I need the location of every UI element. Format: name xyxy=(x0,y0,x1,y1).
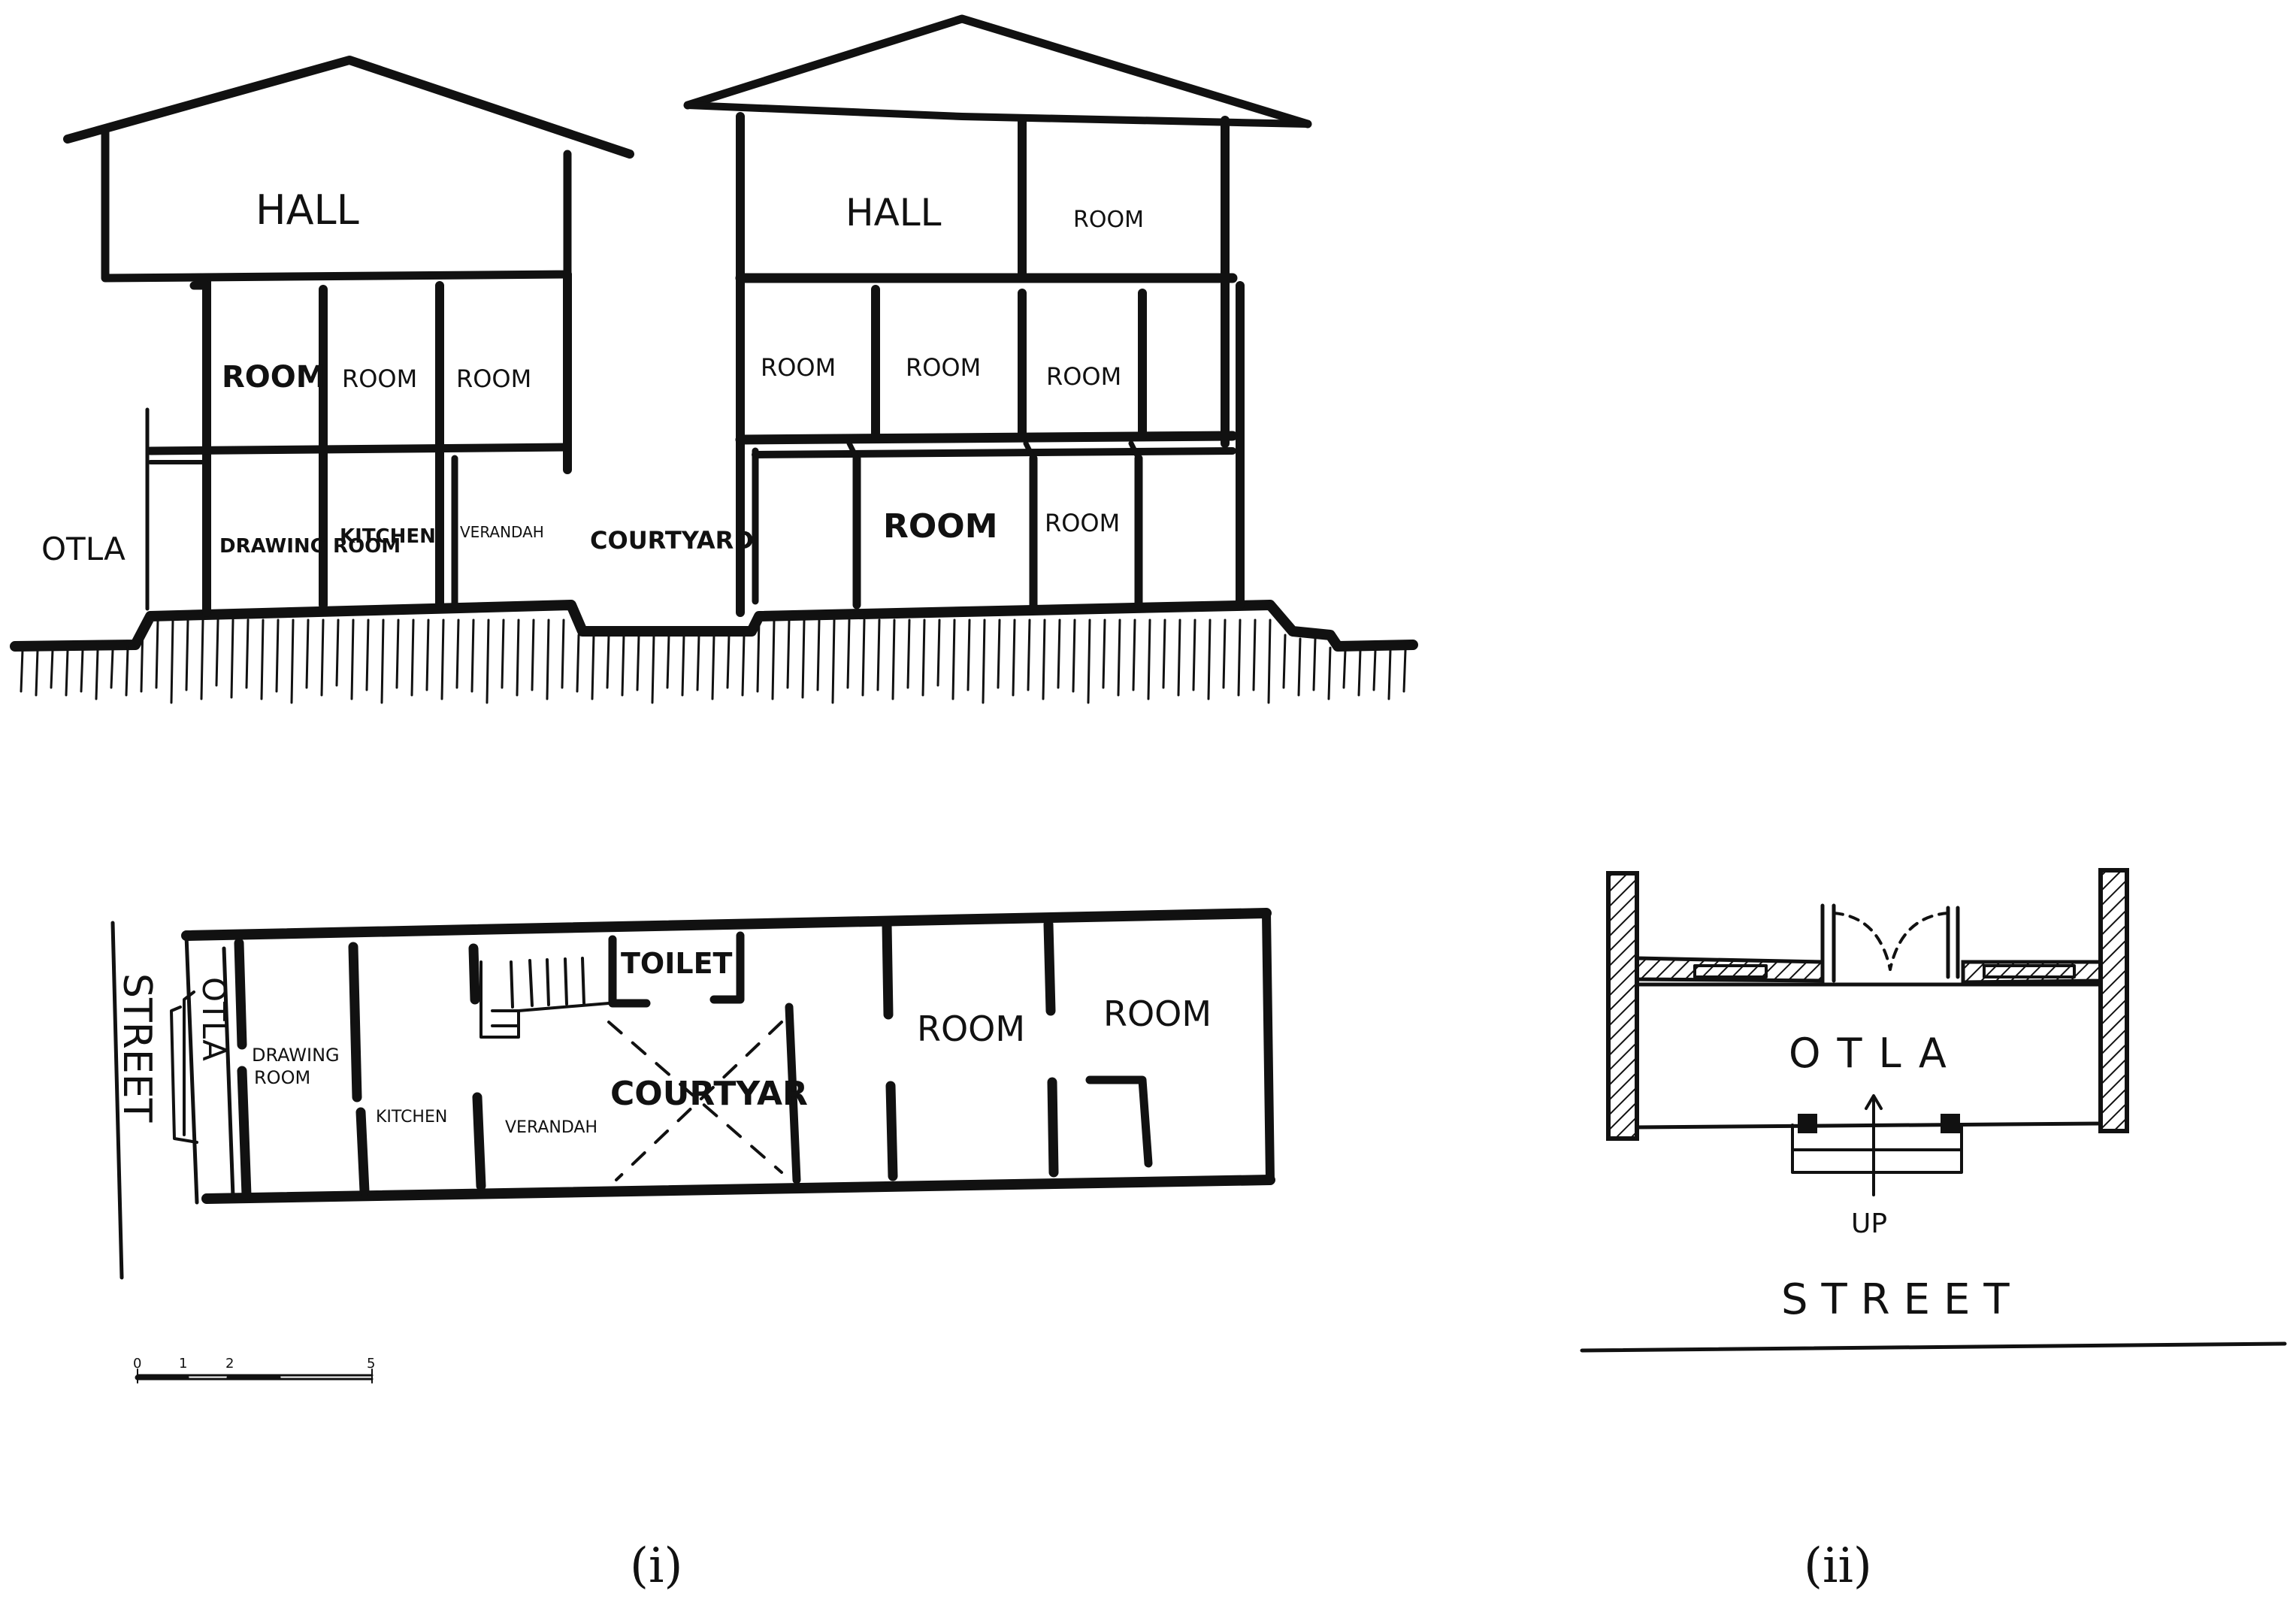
label-courtyard-plan: COURTYAR xyxy=(610,1075,808,1113)
label-room-right-1: ROOM xyxy=(761,353,836,382)
step-post-right xyxy=(1941,1114,1960,1133)
label-room-right-3: ROOM xyxy=(1046,362,1121,391)
label-drawing-room-section: DRAWING ROOM xyxy=(219,535,401,558)
street-line-detail xyxy=(1580,1341,2287,1353)
label-room-right-ground-1: ROOM xyxy=(883,507,997,546)
scale-tick-1: 1 xyxy=(179,1356,187,1372)
left-house-roof xyxy=(63,56,634,159)
label-room-left-3: ROOM xyxy=(456,364,531,393)
label-room-left-1: ROOM xyxy=(222,360,326,395)
scale-tick-2: 2 xyxy=(225,1356,234,1372)
ground-line xyxy=(10,600,1418,704)
label-room-plan-1: ROOM xyxy=(917,1009,1025,1049)
scale-tick-5: 5 xyxy=(367,1356,375,1372)
right-house-roof xyxy=(683,14,1312,129)
label-room-right-ground-2: ROOM xyxy=(1045,509,1120,537)
scale-tick-0: 0 xyxy=(133,1356,141,1372)
label-toilet-plan: TOILET xyxy=(621,947,733,980)
label-room-right-top: ROOM xyxy=(1073,207,1144,233)
label-otla-plan: OTLA xyxy=(195,977,232,1061)
building-section: HALL ROOM ROOM ROOM DRAWING ROOM KITCHEN… xyxy=(10,14,1418,704)
label-up: UP xyxy=(1851,1208,1887,1239)
label-otla-section: OTLA xyxy=(41,531,126,567)
label-street-detail: STREET xyxy=(1781,1275,2023,1324)
otla-detail: OTLA UP STREET xyxy=(1580,868,2287,1353)
label-drawing-room-plan-1: DRAWING xyxy=(252,1045,340,1066)
label-verandah-plan: VERANDAH xyxy=(505,1118,597,1137)
label-otla-detail: OTLA xyxy=(1789,1030,1963,1077)
caption-ii: (ii) xyxy=(1804,1538,1872,1594)
label-room-right-2: ROOM xyxy=(906,353,981,382)
street-line xyxy=(110,921,124,1280)
label-room-left-2: ROOM xyxy=(342,364,417,393)
caption-i: (i) xyxy=(630,1538,682,1594)
left-side-wall xyxy=(1606,871,1639,1141)
step-post-left xyxy=(1798,1114,1817,1133)
label-courtyard-section: COURTYARD xyxy=(590,526,754,555)
label-verandah-section: VERANDAH xyxy=(460,523,544,541)
label-drawing-room-plan-2: ROOM xyxy=(254,1067,310,1088)
right-house xyxy=(683,14,1312,617)
up-arrow xyxy=(1865,1094,1883,1196)
label-street-plan: STREET xyxy=(114,973,159,1123)
floor-plan: STREET OTLA DRAWING ROOM KITCHEN VERANDA… xyxy=(110,908,1275,1384)
left-house xyxy=(63,56,634,617)
scale-bar: 0 1 2 5 xyxy=(133,1356,375,1384)
label-kitchen-plan: KITCHEN xyxy=(376,1108,447,1127)
label-hall-left: HALL xyxy=(256,186,359,234)
right-side-wall xyxy=(2098,868,2129,1133)
label-room-plan-2: ROOM xyxy=(1103,994,1212,1034)
label-hall-right: HALL xyxy=(845,191,942,234)
label-kitchen-section: KITCHEN xyxy=(340,525,436,548)
